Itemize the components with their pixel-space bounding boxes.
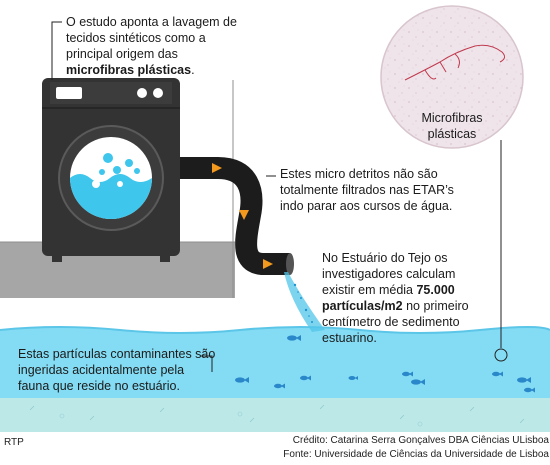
estuary-text-end: no primeiro centímetro de sedimento estu… bbox=[322, 299, 469, 345]
footer-source: Fonte: Universidade de Ciências da Unive… bbox=[283, 449, 549, 460]
arrow-icon bbox=[239, 210, 249, 220]
leader-fauna bbox=[200, 355, 213, 372]
intro-text-end: . bbox=[191, 63, 195, 77]
footer-credit: Crédito: Catarina Serra Gonçalves DBA Ci… bbox=[292, 435, 549, 446]
estuary-text: No Estuário do Tejo os investigadores ca… bbox=[322, 251, 456, 297]
washing-machine-icon bbox=[42, 78, 180, 262]
particles bbox=[293, 283, 313, 323]
flow-arrows bbox=[212, 163, 273, 269]
pipe-outlet bbox=[286, 253, 294, 275]
fish-icon bbox=[411, 379, 425, 385]
fish-icon bbox=[524, 387, 535, 393]
magnifier-target bbox=[494, 348, 508, 362]
fish-icon bbox=[274, 383, 285, 389]
fish-icon bbox=[235, 377, 249, 383]
magnifier-label: Microfibras plásticas bbox=[421, 111, 483, 141]
fish-icon bbox=[402, 371, 413, 377]
footer-brand: RTP bbox=[4, 437, 24, 448]
intro-highlight: microfibras plásticas bbox=[66, 63, 192, 77]
water-surface bbox=[0, 326, 550, 334]
sediment-texture bbox=[29, 404, 525, 424]
filter-annotation: Estes micro detritos não são totalmente … bbox=[280, 167, 454, 213]
estuary-highlight: 75.000 partículas/m2 bbox=[322, 283, 455, 313]
fauna-annotation: Estas partículas contaminantes são inger… bbox=[18, 347, 216, 393]
intro-text: O estudo aponta a lavagem de tecidos sin… bbox=[66, 15, 237, 61]
fish-school bbox=[235, 335, 535, 393]
particle-stream bbox=[284, 272, 325, 332]
sediment-bubbles bbox=[59, 411, 423, 427]
estuary-annotation: No Estuário do Tejo os investigadores ca… bbox=[322, 250, 474, 346]
fish-icon bbox=[348, 376, 358, 380]
leader-intro bbox=[51, 21, 62, 80]
fish-icon bbox=[492, 371, 503, 377]
arrow-icon bbox=[212, 163, 222, 173]
intro-annotation: O estudo aponta a lavagem de tecidos sin… bbox=[66, 14, 238, 78]
fish-icon bbox=[287, 335, 301, 341]
fish-icon bbox=[517, 377, 531, 383]
magnifier-icon bbox=[380, 5, 524, 149]
fish-icon bbox=[300, 375, 311, 381]
microfibre-strands bbox=[404, 44, 506, 81]
arrow-icon bbox=[263, 259, 273, 269]
sediment bbox=[0, 398, 550, 432]
leader-lines bbox=[51, 21, 508, 372]
drain-pipe-icon bbox=[180, 157, 290, 275]
